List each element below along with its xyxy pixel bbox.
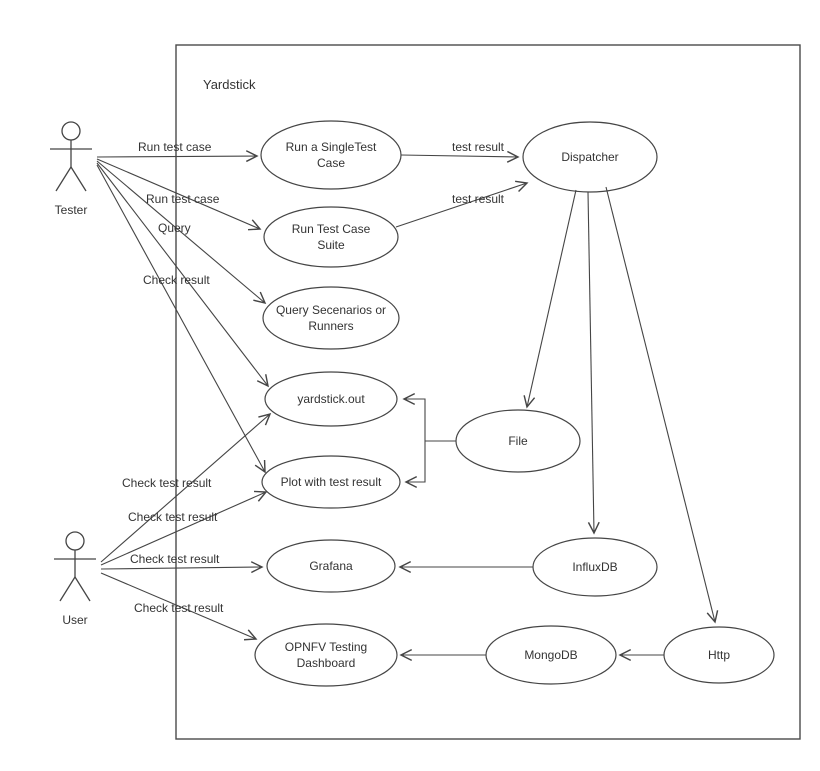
user-label: User <box>62 613 87 627</box>
usecase-run-test-case-suite: Run Test Case Suite <box>263 206 399 268</box>
edge-tester-yardstick-out <box>96 162 269 388</box>
file-label: File <box>508 434 528 448</box>
query-scenarios-label-line1: Query Secenarios or <box>276 303 386 317</box>
opnfv-dashboard-ellipse <box>254 623 398 687</box>
grafana-label: Grafana <box>309 559 353 573</box>
tester-head <box>61 121 81 141</box>
edge-label-run-test-case-2: Run test case <box>146 192 220 206</box>
tester-left-leg <box>55 166 72 192</box>
usecase-grafana: Grafana <box>266 539 396 593</box>
system-title: Yardstick <box>203 77 256 92</box>
http-label: Http <box>708 648 730 662</box>
usecase-opnfv-dashboard: OPNFV Testing Dashboard <box>254 623 398 687</box>
run-suite-label-line1: Run Test Case <box>292 222 371 236</box>
edge-suite-to-dispatcher <box>395 180 529 228</box>
edge-dispatcher-to-influxdb <box>587 191 600 535</box>
edge-label-test-result-1: test result <box>452 140 505 154</box>
usecase-yardstick-out: yardstick.out <box>264 371 398 427</box>
query-scenarios-label-line2: Runners <box>308 319 353 333</box>
edge-user-plot <box>100 490 268 566</box>
opnfv-dashboard-label-line2: Dashboard <box>297 656 356 670</box>
edge-label-check-test-result-4: Check test result <box>134 601 224 615</box>
edge-single-to-dispatcher <box>400 150 520 163</box>
edge-file-to-yardstick-out <box>402 392 426 441</box>
tester-label: Tester <box>55 203 88 217</box>
actor-tester: Tester <box>50 121 92 217</box>
edge-dispatcher-to-http <box>605 186 719 624</box>
usecase-http: Http <box>663 626 775 684</box>
run-single-label-line2: Case <box>317 156 345 170</box>
influxdb-label: InfluxDB <box>572 560 617 574</box>
usecase-influxdb: InfluxDB <box>532 537 658 597</box>
edge-user-dashboard <box>100 572 258 641</box>
run-suite-ellipse <box>263 206 399 268</box>
edge-dispatcher-to-file <box>523 189 577 409</box>
run-suite-label-line2: Suite <box>317 238 345 252</box>
edge-tester-query-scenarios <box>96 160 267 305</box>
edge-label-check-test-result-2: Check test result <box>128 510 218 524</box>
usecase-mongodb: MongoDB <box>485 625 617 685</box>
edge-label-run-test-case-1: Run test case <box>138 140 212 154</box>
dispatcher-label: Dispatcher <box>561 150 618 164</box>
dispatcher-ellipse <box>522 121 658 193</box>
yardstick-out-ellipse <box>264 371 398 427</box>
mongodb-label: MongoDB <box>524 648 577 662</box>
edge-tester-run-suite <box>96 158 262 231</box>
grafana-ellipse <box>266 539 396 593</box>
edge-file-to-plot <box>404 441 426 489</box>
edge-user-grafana <box>100 561 264 574</box>
user-head <box>65 531 85 551</box>
plot-ellipse <box>261 455 401 509</box>
user-right-leg <box>74 576 91 602</box>
edge-label-check-test-result-3: Check test result <box>130 552 220 566</box>
edge-label-query: Query <box>158 221 191 235</box>
run-single-label-line1: Run a SingleTest <box>286 140 377 154</box>
yardstick-out-label: yardstick.out <box>297 392 365 406</box>
tester-right-leg <box>70 166 87 192</box>
usecase-query-scenarios: Query Secenarios or Runners <box>262 286 400 350</box>
edge-label-test-result-2: test result <box>452 192 505 206</box>
opnfv-dashboard-label-line1: OPNFV Testing <box>285 640 367 654</box>
edge-label-check-result: Check result <box>143 273 210 287</box>
usecase-run-single-test-case: Run a SingleTest Case <box>260 120 402 190</box>
query-scenarios-ellipse <box>262 286 400 350</box>
actor-user: User <box>54 531 96 627</box>
usecase-file: File <box>455 409 581 473</box>
edge-tester-plot <box>96 164 266 474</box>
edge-label-check-test-result-1: Check test result <box>122 476 212 490</box>
edge-tester-run-single <box>96 150 259 163</box>
edge-user-yardstick-out <box>100 412 272 563</box>
usecase-plot-with-test-result: Plot with test result <box>261 455 401 509</box>
user-left-leg <box>59 576 76 602</box>
run-single-ellipse <box>260 120 402 190</box>
plot-label: Plot with test result <box>281 475 382 489</box>
usecase-dispatcher: Dispatcher <box>522 121 658 193</box>
